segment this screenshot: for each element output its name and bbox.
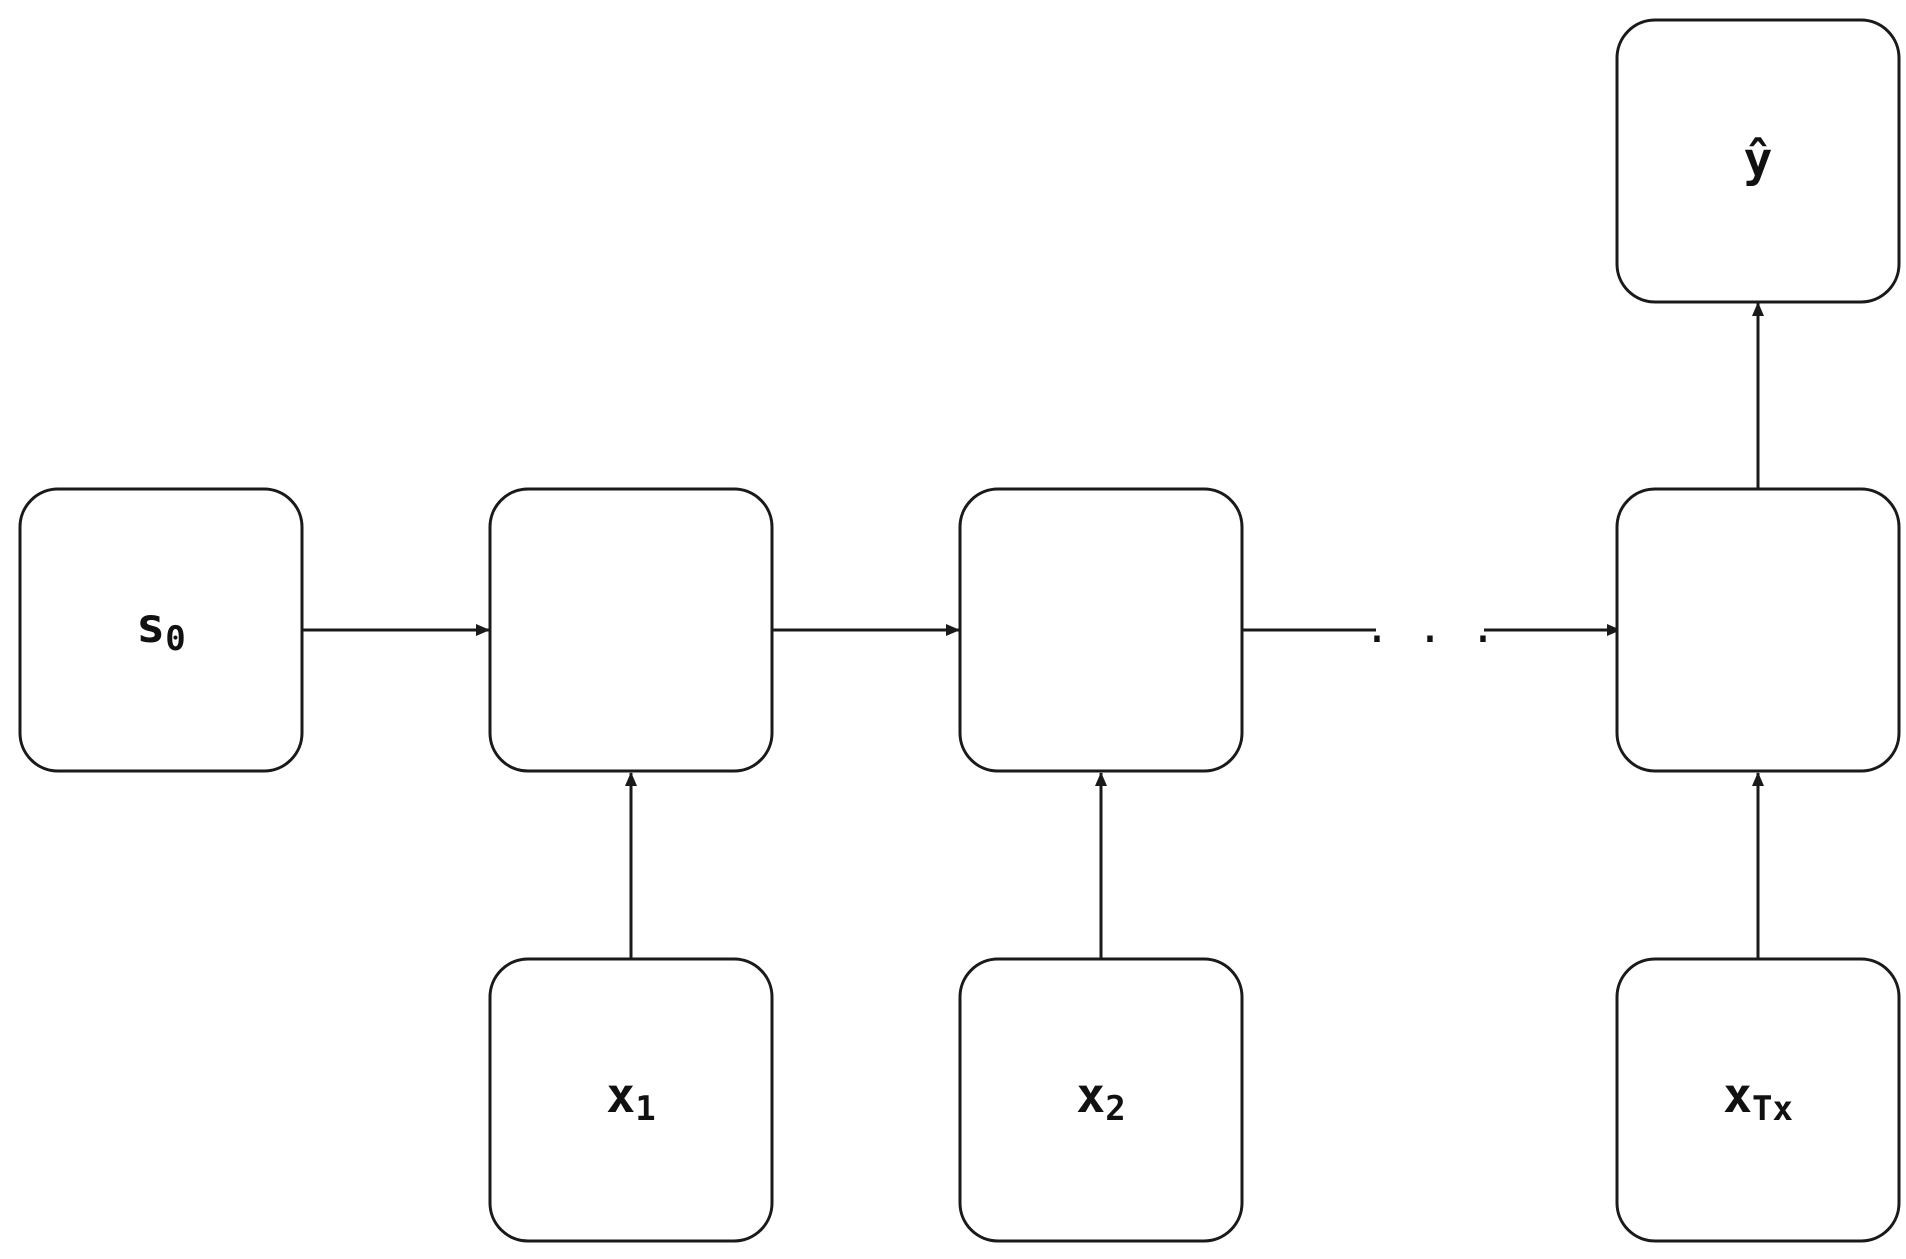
node-yhat: ŷ [1615, 18, 1901, 304]
node-xTx-label: xTx [1723, 1068, 1793, 1129]
node-x1: x1 [488, 957, 774, 1243]
node-x1-label: x1 [606, 1068, 655, 1129]
node-yhat-label: ŷ [1744, 132, 1773, 188]
node-s0-label: s0 [136, 598, 185, 659]
node-x2-label: x2 [1076, 1068, 1125, 1129]
ellipsis: . . . [1364, 602, 1496, 653]
node-h2 [958, 487, 1244, 773]
node-s0: s0 [18, 487, 304, 773]
node-xTx: xTx [1615, 957, 1901, 1243]
node-h1 [488, 487, 774, 773]
node-x2: x2 [958, 957, 1244, 1243]
node-hT [1615, 487, 1901, 773]
